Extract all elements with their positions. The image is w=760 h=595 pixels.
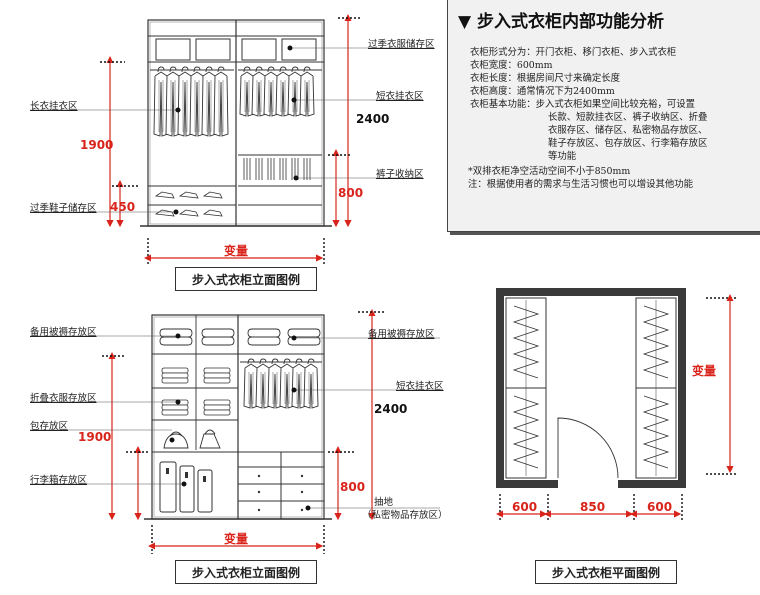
dim-bottom-800: 800	[340, 480, 366, 494]
label-drawer: 抽地	[374, 497, 394, 508]
dim-plan-850: 850	[580, 500, 606, 514]
dim-plan-600-right: 600	[647, 500, 673, 514]
info-line-function-2: 长款、短款挂衣区、裤子收纳区、折叠	[548, 112, 708, 123]
top-elevation-wardrobe	[140, 19, 332, 227]
info-line-form: 衣柜形式分为：开门衣柜、移门衣柜、步入式衣柜	[470, 47, 677, 58]
dim-top-450: 450	[110, 200, 136, 214]
info-line-note: 注：根据使用者的需求与生活习惯也可以增设其他功能	[468, 179, 694, 190]
plan-dimensions	[496, 294, 738, 522]
label-pants: 裤子收纳区	[376, 169, 424, 180]
info-panel: ▼ 步入式衣柜内部功能分析 衣柜形式分为：开门衣柜、移门衣柜、步入式衣柜 衣柜宽…	[447, 0, 760, 232]
dim-top-800: 800	[338, 186, 364, 200]
label-shoe-storage: 过季鞋子储存区	[30, 203, 97, 214]
label-short-hang: 短衣挂衣区	[376, 91, 424, 102]
dim-bottom-width: 变量	[224, 532, 249, 546]
label-bag: 包存放区	[30, 421, 69, 432]
dim-top-2400: 2400	[356, 112, 390, 126]
label-season-clothes: 过季衣服储存区	[368, 39, 435, 50]
info-line-function-5: 等功能	[548, 151, 577, 162]
dim-top-1900: 1900	[80, 138, 114, 152]
label-drawer-note: （私密物品存放区）	[362, 510, 448, 521]
info-title: ▼ 步入式衣柜内部功能分析	[458, 12, 664, 32]
bottom-dimensions	[30, 309, 440, 554]
dim-top-width: 变量	[224, 244, 249, 258]
dim-bottom-1900: 1900	[78, 430, 112, 444]
label-short-hang-bottom: 短衣挂衣区	[396, 381, 444, 392]
label-long-hang: 长衣挂衣区	[30, 101, 78, 112]
caption-plan: 步入式衣柜平面图例	[535, 560, 677, 584]
label-quilt-right: 备用被褥存放区	[368, 329, 435, 340]
info-line-function-4: 鞋子存放区、包存放区、行李箱存放区	[548, 138, 708, 149]
info-line-length: 衣柜长度：根据房间尺寸来确定长度	[470, 73, 621, 84]
info-line-width: 衣柜宽度：600mm	[470, 60, 553, 71]
top-dimensions	[30, 14, 420, 265]
info-line-height: 衣柜高度：通常情况下为2400mm	[470, 86, 615, 97]
caption-top-elevation: 步入式衣柜立面图例	[175, 267, 317, 291]
info-line-function: 衣柜基本功能：步入式衣柜如果空间比较充裕，可设置	[470, 99, 696, 110]
plan-view	[496, 288, 686, 490]
dim-plan-side: 变量	[692, 364, 717, 378]
dim-plan-600-left: 600	[512, 500, 538, 514]
label-folded: 折叠衣服存放区	[30, 393, 97, 404]
bottom-elevation-wardrobe	[144, 314, 332, 520]
label-luggage: 行李箱存放区	[30, 475, 88, 486]
info-line-function-3: 衣服存区、储存区、私密物品存放区、	[548, 125, 708, 136]
caption-bottom-elevation: 步入式衣柜立面图例	[175, 560, 317, 584]
info-line-clearance: *双排衣柜净空活动空间不小于850mm	[468, 166, 631, 177]
label-quilt-left: 备用被褥存放区	[30, 327, 97, 338]
dim-bottom-2400: 2400	[374, 402, 408, 416]
